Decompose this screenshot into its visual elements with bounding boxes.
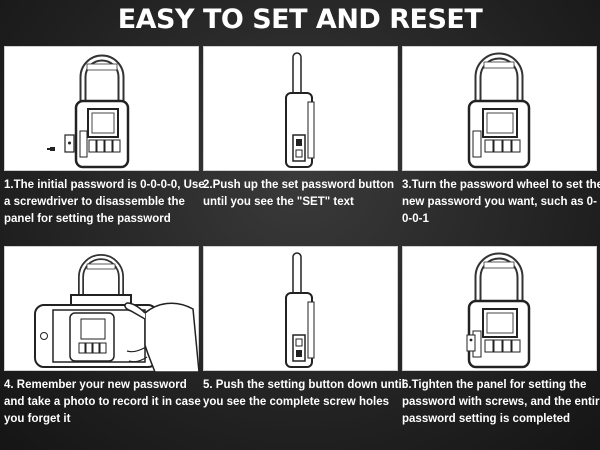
padlock-side-set-button-icon [285, 52, 315, 168]
padlock-assembled-icon [466, 252, 531, 369]
step-5-caption: 5. Push the setting button down until yo… [203, 379, 405, 408]
step-4-caption: 4. Remember your new password and take a… [4, 379, 201, 425]
padlock-password-wheel-icon [467, 52, 531, 169]
step-5-illustration [203, 246, 398, 371]
step-3-caption: 3.Turn the password wheel to set the new… [402, 179, 600, 225]
page-title: EASY TO SET AND RESET [117, 4, 483, 35]
step-6-illustration [402, 246, 597, 371]
step-2-caption: 2.Push up the set password button until … [203, 179, 395, 208]
padlock-front-disassembled-icon [47, 54, 130, 169]
step-2-illustration [203, 46, 398, 171]
step-6-caption: 6.Tighten the panel for setting the pass… [402, 379, 600, 425]
phone-photo-padlock-icon [34, 254, 200, 372]
step-3-illustration [402, 46, 597, 171]
padlock-side-screw-holes-icon [285, 252, 315, 368]
step-1-illustration [4, 46, 199, 171]
step-4-illustration [4, 246, 200, 372]
step-1-caption: 1.The initial password is 0-0-0-0, Use a… [4, 179, 205, 225]
